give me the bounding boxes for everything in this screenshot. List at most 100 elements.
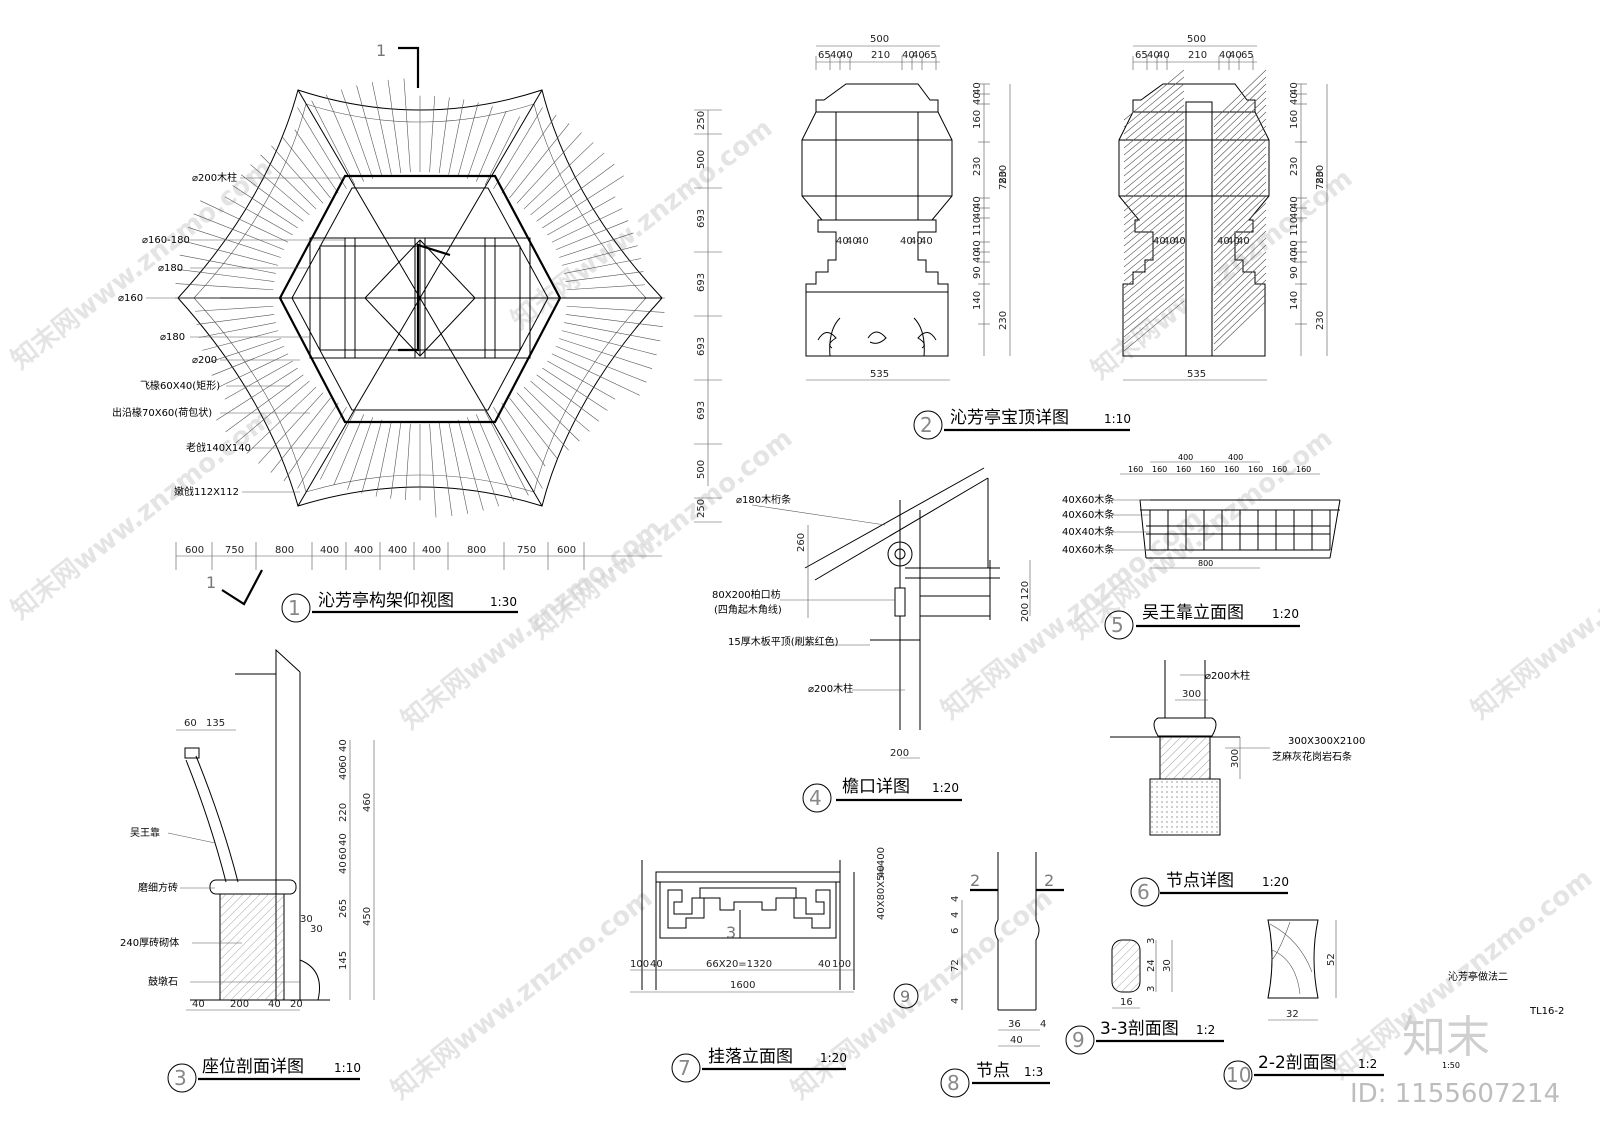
- plan-dim-right: 500: [696, 460, 707, 479]
- seat-dim-30a: 30: [300, 914, 313, 925]
- plan-dim-right: 250: [696, 499, 707, 518]
- label-purlin-160-180: ⌀160-180: [142, 235, 190, 246]
- drawing-scale-2: 1:10: [1104, 412, 1131, 426]
- section-mark-1-top: 1: [376, 41, 386, 60]
- section-mark-3: 3: [726, 923, 736, 942]
- finial-right-dim: 40: [972, 240, 983, 253]
- seat-dim-135: 135: [206, 718, 225, 729]
- sheet-scale: 1:50: [1442, 1061, 1460, 1070]
- plan-dim-right: 500: [696, 150, 707, 169]
- drawing-title-6: 节点详图: [1166, 871, 1234, 891]
- label-purlin: ⌀180木桁条: [736, 493, 791, 506]
- seat-dim-bottom: 20: [290, 999, 303, 1010]
- plan-dim-bottom: 750: [225, 545, 244, 556]
- finial-mid-dim: 40: [856, 236, 869, 247]
- drawing-number-4: 4: [809, 786, 822, 810]
- seat-dim-right: 265: [338, 899, 349, 918]
- drawing-title-5: 吴王靠立面图: [1142, 603, 1244, 623]
- label-stone-size: 300X300X2100: [1288, 736, 1365, 747]
- finial-right-dim: 110: [972, 217, 983, 236]
- dim-200: 200: [890, 748, 909, 759]
- sheet-name: 沁芳亭做法二: [1448, 970, 1508, 983]
- eave-detail: ⌀180木桁条 80X200柏口枋 (四角起木角线) 15厚木板平顶(刷紫红色)…: [712, 467, 1031, 813]
- plan-dim-bottom: 800: [275, 545, 294, 556]
- drawing-scale-9: 1:2: [1196, 1023, 1215, 1037]
- finial-width-500: 500: [870, 34, 889, 45]
- drawing-scale-10: 1:2: [1358, 1057, 1377, 1071]
- drawing-scale-1: 1:30: [490, 595, 517, 609]
- node8-dim-36: 36: [1008, 1019, 1021, 1030]
- drawing-title-4: 檐口详图: [842, 777, 910, 797]
- finial-right-dim: 40: [972, 196, 983, 209]
- finial-top-dim: 40: [1157, 50, 1170, 61]
- finial-mid-dim: 40: [900, 236, 913, 247]
- finial-right-dim: 40: [972, 206, 983, 219]
- label-lao-qiang: 老戗140X140: [186, 441, 251, 454]
- plan-dim-bottom: 800: [467, 545, 486, 556]
- finial-mid-dim: 40: [1153, 236, 1166, 247]
- section-mark-2-left: 2: [970, 871, 980, 890]
- finial-mid-dim: 40: [910, 236, 923, 247]
- node8-dim-left: 72: [950, 959, 961, 972]
- sheet-info: 沁芳亭做法二 TL16-2 1:50 知末 ID: 1155607214: [1350, 970, 1564, 1109]
- brand-logo-text: 知末: [1402, 1012, 1490, 1063]
- dim-120: 120: [1020, 581, 1031, 600]
- drawing-number-6: 6: [1137, 880, 1150, 904]
- seat-dim-right: 60: [338, 847, 349, 860]
- finial-right-dim-230: 230: [998, 311, 1009, 330]
- dim-hang-vert-40: 40: [876, 865, 887, 878]
- drawing-title-3: 座位剖面详图: [202, 1057, 304, 1077]
- watermark-text: 知末网www.znzmo.com: [1466, 503, 1600, 725]
- hang-dim-1600: 1600: [730, 980, 755, 991]
- finial-right-dim: 40: [972, 92, 983, 105]
- finial-top-dim: 65: [1241, 50, 1254, 61]
- finial-top-dim: 40: [830, 50, 843, 61]
- finial-right-dim: 90: [972, 266, 983, 279]
- finial-right-dim: 40: [972, 250, 983, 263]
- finial-right-dim: 160: [1289, 110, 1300, 129]
- finial-top-dim: 210: [871, 50, 890, 61]
- label-flying-rafter: 飞椽60X40(矩形): [140, 379, 220, 392]
- hang-dim-100b: 100: [832, 959, 851, 970]
- label-purlin-180: ⌀180: [158, 263, 183, 274]
- hang-dim-100: 100: [630, 959, 649, 970]
- s33-dim-30: 30: [1162, 959, 1173, 972]
- seat-dim-right: 220: [338, 803, 349, 822]
- finial-top-dim: 65: [818, 50, 831, 61]
- finial-right-dim-230: 230: [1315, 311, 1326, 330]
- finial-right-dim: 230: [1289, 157, 1300, 176]
- finial-mid-dim: 40: [1217, 236, 1230, 247]
- dim-hang-vert: 40X80X5=400: [876, 847, 887, 920]
- wuwang-dim-160: 160: [1200, 465, 1215, 474]
- label-wood-strip-3: 40X40木条: [1062, 525, 1114, 538]
- label-wood-strip-1: 40X60木条: [1062, 493, 1114, 506]
- watermark-text: 知末网www.znzmo.com: [1086, 163, 1358, 385]
- drawing-scale-4: 1:20: [932, 781, 959, 795]
- image-id: ID: 1155607214: [1350, 1079, 1560, 1109]
- node8-dim-4: 4: [1040, 1019, 1046, 1030]
- wuwang-dim-160: 160: [1128, 465, 1143, 474]
- finial-right-dim-230b: 230: [998, 165, 1009, 184]
- watermark-text: 知末网www.znzmo.com: [386, 883, 658, 1105]
- watermark-text: 知末网www.znzmo.com: [6, 153, 278, 375]
- drawing-number-8: 8: [947, 1071, 960, 1095]
- plan-dim-bottom: 400: [388, 545, 407, 556]
- seat-dim-bottom: 40: [192, 999, 205, 1010]
- plan-dim-right: 693: [696, 337, 707, 356]
- seat-dim-right: 40: [338, 739, 349, 752]
- wuwang-dim-800: 800: [1198, 559, 1213, 568]
- watermark-text: 知末网www.znzmo.com: [6, 403, 278, 625]
- label-wuwang-seat: 吴王靠: [130, 826, 160, 839]
- drawing-title-1: 沁芳亭构架仰视图: [318, 591, 454, 611]
- drawing-scale-8: 1:3: [1024, 1065, 1043, 1079]
- s33-dim-16: 16: [1120, 997, 1133, 1008]
- finial-right-dim: 40: [1289, 82, 1300, 95]
- wuwang-dim-160: 160: [1296, 465, 1311, 474]
